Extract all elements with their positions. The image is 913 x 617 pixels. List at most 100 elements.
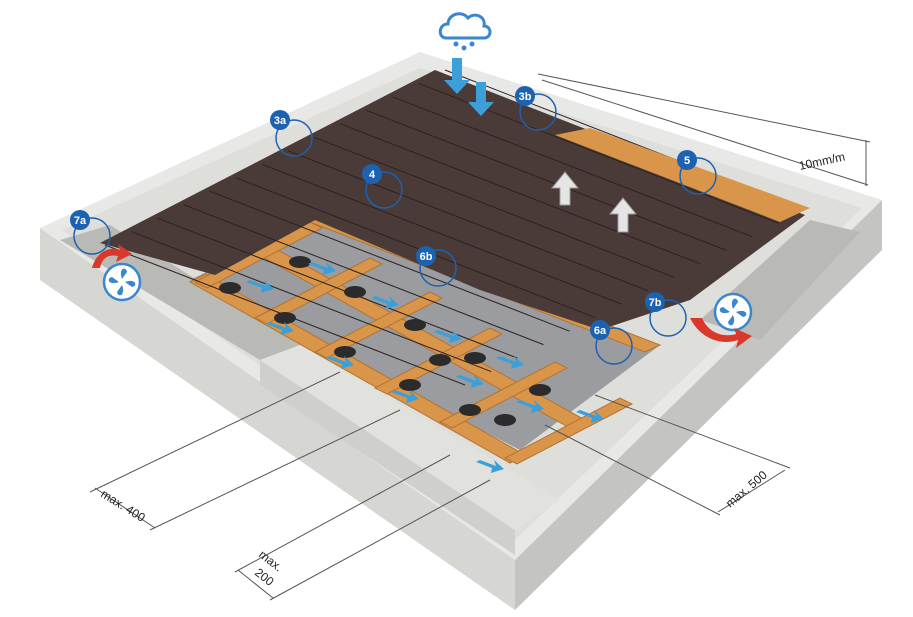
rear-joist-strip: [555, 128, 810, 222]
marker-badge: [645, 292, 665, 312]
deck-board-seam: [392, 96, 753, 238]
airflow-arrow-icon: [456, 375, 484, 388]
air-out-arrow-right: [690, 318, 752, 348]
fan-icon-left: [102, 262, 142, 302]
airflow-arrow-icon: [516, 400, 544, 413]
marker-ring: [73, 217, 111, 255]
airflow-arrow-icon: [476, 460, 504, 473]
dim-line-400-a: [89, 371, 341, 493]
dim-line-slope-a: [537, 73, 871, 143]
dim-line-500-cross: [717, 469, 786, 513]
marker-ring: [365, 171, 403, 209]
marker-badge: [270, 110, 290, 130]
step-face-left: [260, 360, 515, 555]
timber-joist: [253, 257, 384, 325]
fan-icon-right: [713, 292, 753, 332]
deck-board-seam: [287, 150, 649, 292]
marker-label: 7b: [649, 297, 662, 309]
airflow-arrow-icon: [576, 410, 604, 423]
marker-badge: [590, 320, 610, 340]
marker-ring: [419, 249, 457, 287]
deck-board-seam: [340, 123, 701, 265]
marker-ring: [649, 299, 687, 337]
marker-ring: [679, 157, 717, 195]
deck-top: [100, 70, 805, 330]
dim-line-500-a: [594, 394, 791, 469]
deck-board-seam: [209, 190, 570, 332]
dim-label-slope: 10mm/m: [798, 150, 847, 173]
timber-joist: [313, 291, 444, 359]
dim-line-slope-b: [541, 79, 869, 186]
deck-board-seam: [366, 109, 727, 251]
marker-ring: [519, 93, 557, 131]
deck-board-lines: [104, 69, 806, 386]
marker-label: 3a: [274, 115, 287, 127]
pedestal-support: [459, 404, 481, 416]
marker-label: 7a: [74, 215, 87, 227]
air-in-arrow-left: [92, 244, 132, 268]
marker-5: 5: [677, 150, 717, 195]
deck-surface: [100, 69, 810, 386]
marker-3b: 3b: [515, 86, 557, 131]
airflow-arrow-icon: [326, 356, 354, 369]
marker-ring: [595, 327, 633, 365]
marker-label: 5: [684, 155, 690, 167]
marker-label: 3b: [519, 91, 532, 103]
marker-badge: [362, 164, 382, 184]
pedestal-support: [429, 354, 451, 366]
airflow-arrow-icon: [308, 262, 336, 275]
marker-6a: 6a: [590, 320, 633, 365]
marker-badge: [677, 150, 697, 170]
callout-markers: 3a 3b 4 5 6a 6b 7a 7b: [70, 86, 717, 365]
airflow-arrow-icon: [496, 356, 524, 369]
dim-line-200-a: [234, 454, 451, 573]
warm-air-arrow-icon: [550, 171, 638, 233]
dimension-lines: [89, 73, 871, 601]
marker-label: 6a: [594, 325, 607, 337]
pedestal-support: [344, 286, 366, 298]
airflow-arrow-icon: [391, 390, 419, 403]
pedestal-support: [529, 384, 551, 396]
dim-line-200-cross: [237, 569, 274, 599]
pedestal-support: [219, 282, 241, 294]
pedestal-support: [399, 379, 421, 391]
marker-badge: [416, 246, 436, 266]
marker-label: 4: [369, 169, 376, 181]
marker-badge: [70, 210, 90, 230]
marker-3a: 3a: [270, 110, 313, 157]
deck-board-seam: [157, 217, 518, 359]
pedestal-supports: [219, 256, 551, 426]
marker-6b: 6b: [416, 246, 457, 287]
pedestal-support: [274, 312, 296, 324]
timber-joist: [503, 397, 634, 465]
pedestal-support: [289, 256, 311, 268]
rain-cloud-icon: [438, 12, 492, 51]
pedestal-support: [404, 319, 426, 331]
deck-board-seam: [235, 177, 596, 319]
step-top: [260, 345, 560, 530]
deck-board-seam: [183, 204, 544, 346]
dim-line-200-b: [269, 479, 491, 601]
dim-label-max-500: max. 500: [723, 468, 770, 511]
deck-board-seam: [314, 136, 675, 278]
marker-badge: [515, 86, 535, 106]
pedestal-support: [334, 346, 356, 358]
dim-label-max-400: max. 400: [98, 487, 148, 525]
marker-label: 6b: [420, 251, 433, 263]
cutaway-step: [260, 345, 560, 555]
marker-7b: 7b: [645, 292, 687, 337]
dim-line-500-b: [544, 424, 721, 516]
pedestal-support: [464, 352, 486, 364]
airflow-arrow-icon: [246, 280, 274, 293]
pedestal-support: [494, 414, 516, 426]
dim-line-400-b: [149, 409, 401, 531]
slab-left-face: [40, 228, 515, 610]
deck-board-seam: [130, 231, 492, 373]
airflow-arrows: [246, 262, 604, 473]
marker-ring: [275, 119, 313, 157]
marker-7a: 7a: [70, 210, 111, 255]
airflow-arrow-icon: [371, 296, 399, 309]
rain-arrow-icon: [444, 58, 494, 116]
dim-line-400-cross: [94, 487, 156, 529]
